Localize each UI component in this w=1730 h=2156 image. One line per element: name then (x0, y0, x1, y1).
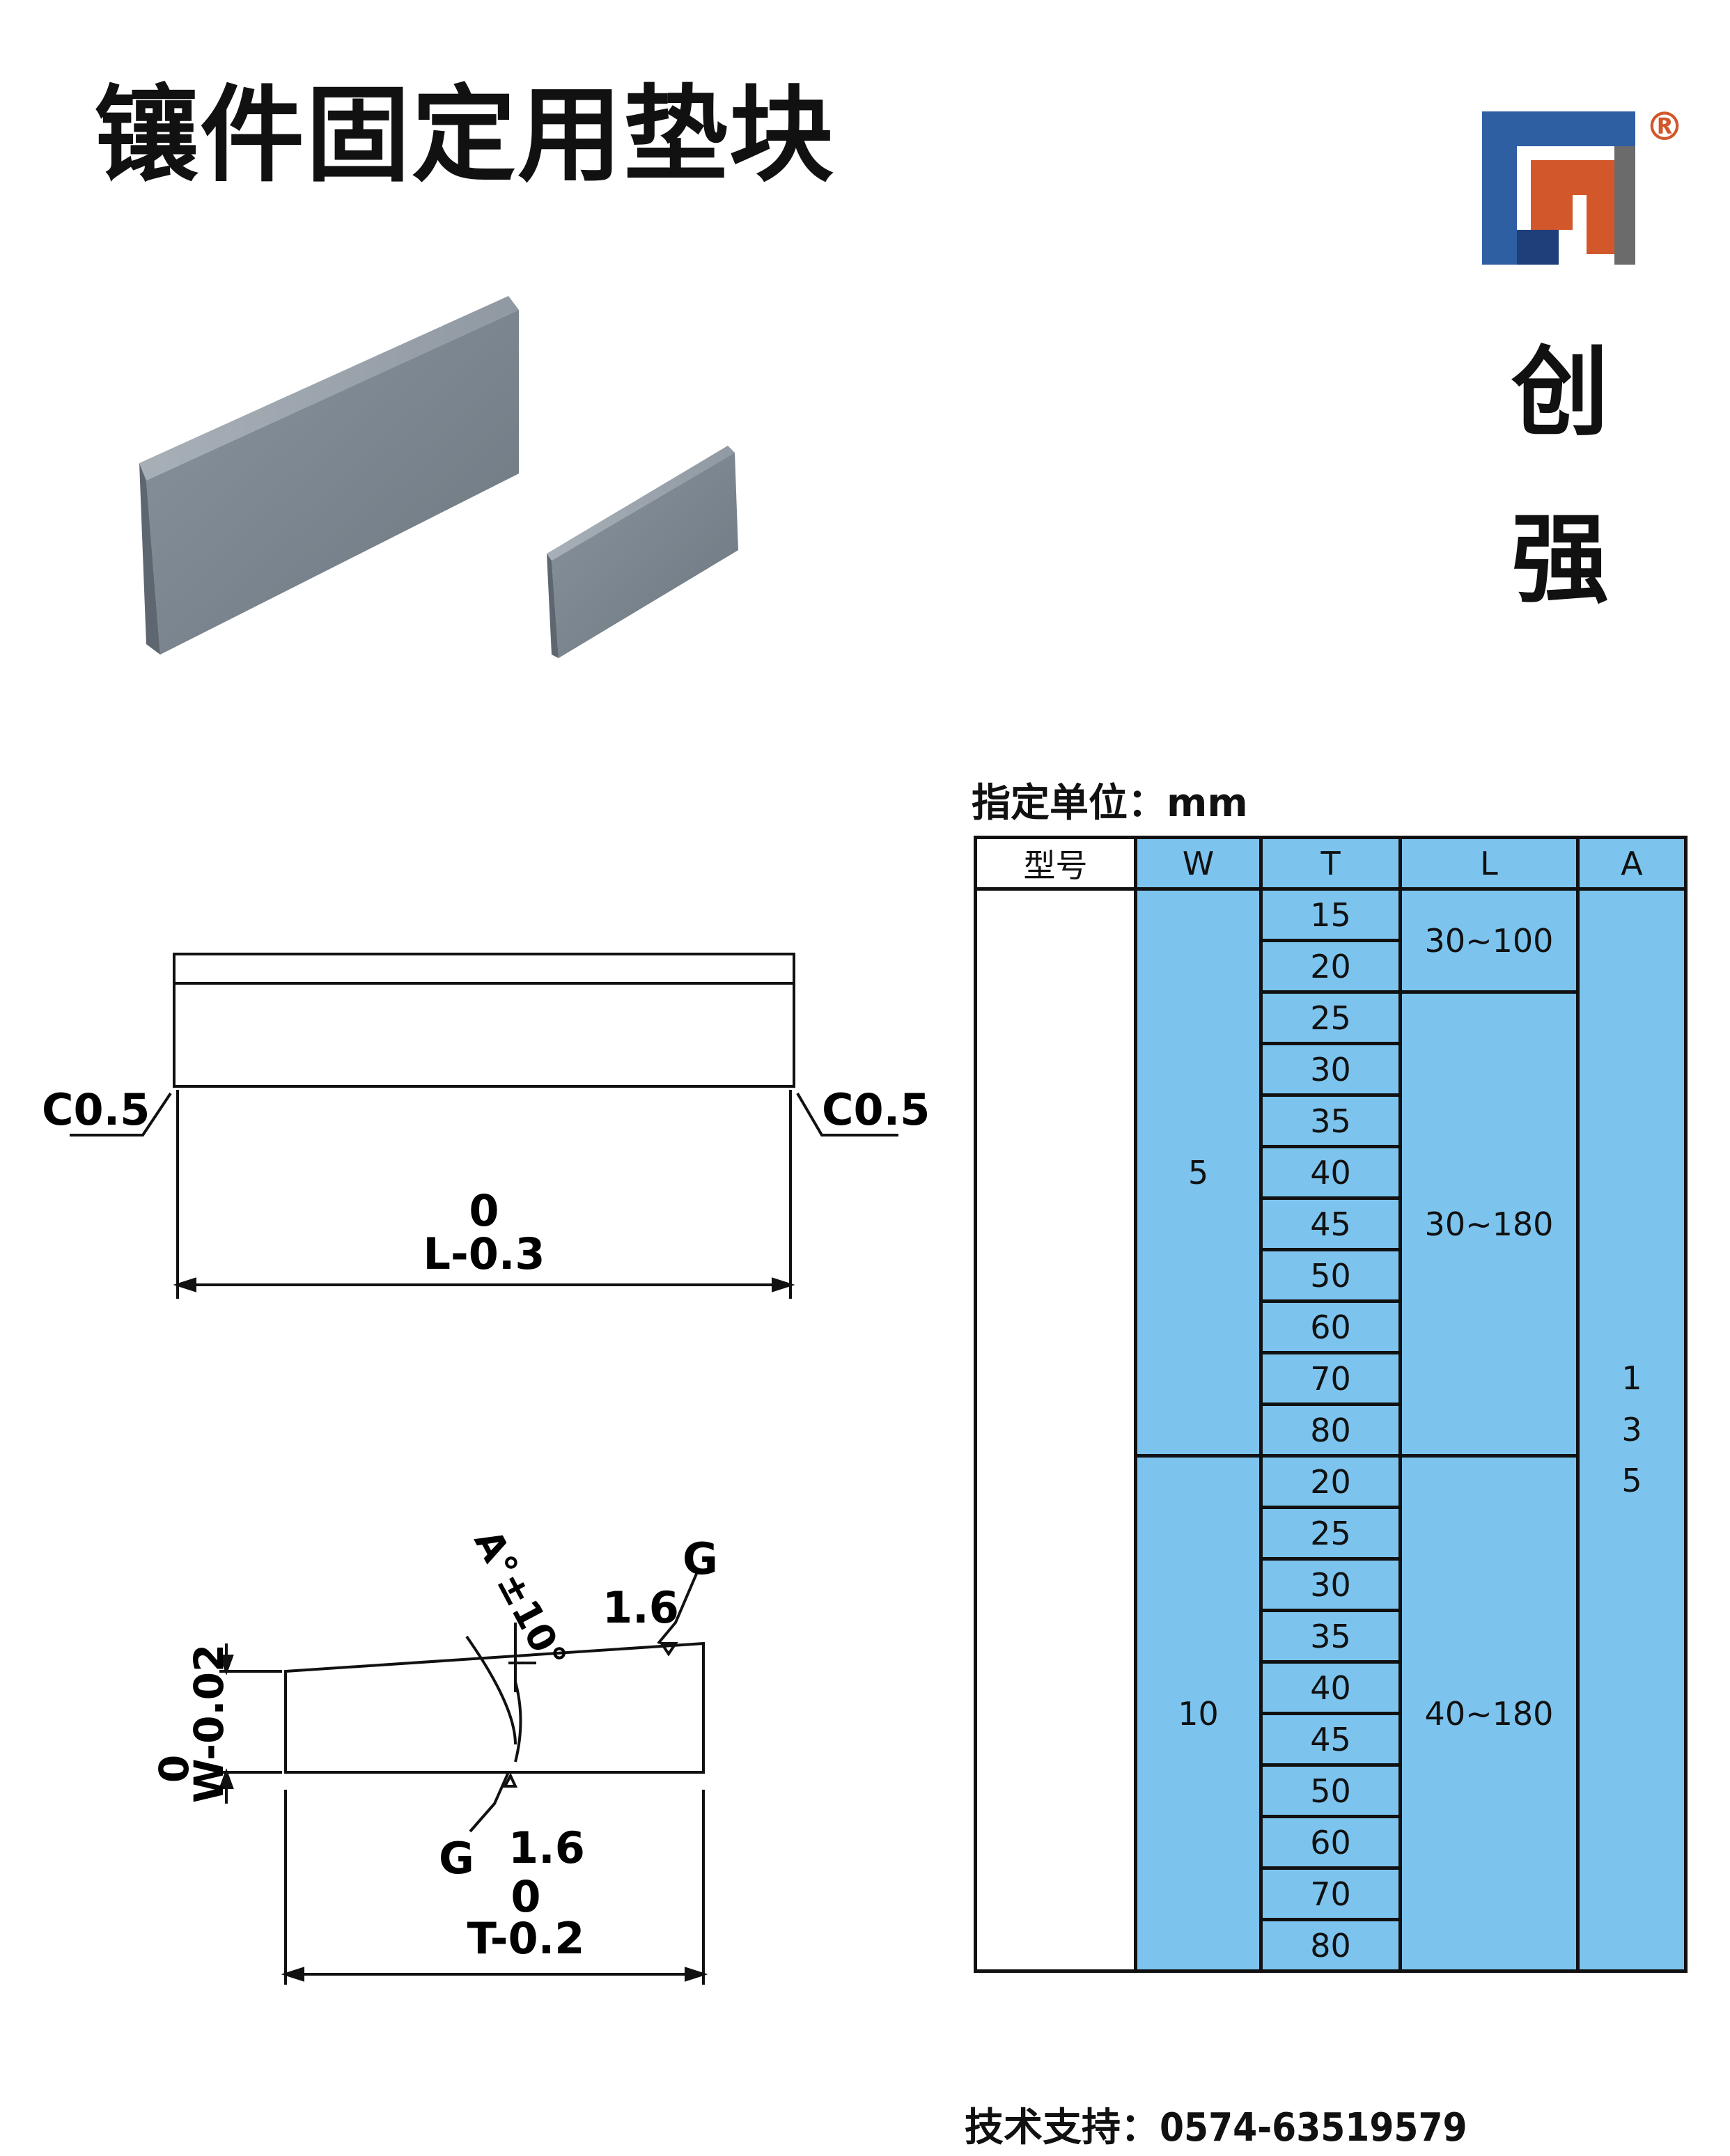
product-photo (139, 296, 738, 658)
t-cell: 45 (1259, 1712, 1402, 1767)
table-row: 80 (976, 1918, 1686, 1973)
brand-char-2: 强 (1511, 503, 1610, 617)
t-cell: 35 (1259, 1609, 1402, 1664)
t-cell: 35 (1259, 1093, 1402, 1148)
t-cell: 40 (1259, 1660, 1402, 1715)
thick-tol-top: 0 (511, 1871, 540, 1922)
table-row: 40 (976, 1660, 1686, 1715)
length-tol-label: L-0.3 (423, 1228, 545, 1279)
rough-top-label: 1.6 (602, 1582, 679, 1633)
a-value: 1 (1621, 1359, 1642, 1398)
table-row: 45 (976, 1712, 1686, 1767)
w-cell: 5 (1134, 887, 1263, 1458)
brand-logo (1482, 111, 1635, 265)
t-cell: 80 (1259, 1918, 1402, 1973)
table-row: 60 (976, 1815, 1686, 1870)
chamfer-right-label: C0.5 (822, 1084, 930, 1135)
length-tol-top: 0 (469, 1185, 499, 1236)
side-view (219, 1573, 708, 1985)
t-cell: 70 (1259, 1351, 1402, 1406)
width-tol-top: 0 (150, 1755, 198, 1783)
w-cell: 10 (1134, 1454, 1263, 1973)
t-cell: 60 (1259, 1815, 1402, 1870)
t-cell: 15 (1259, 887, 1402, 942)
model-cell (974, 887, 1137, 1973)
grind-bottom-label: G (439, 1833, 474, 1884)
t-cell: 60 (1259, 1299, 1402, 1354)
table-row: 40 (976, 1145, 1686, 1200)
a-value: 3 (1621, 1410, 1642, 1448)
t-cell: 30 (1259, 1557, 1402, 1612)
top-view (70, 953, 898, 1299)
t-cell: 70 (1259, 1866, 1402, 1921)
t-cell: 20 (1259, 1454, 1402, 1509)
table-row: 30 (976, 1042, 1686, 1097)
header-t: T (1259, 836, 1402, 891)
t-cell: 25 (1259, 1506, 1402, 1561)
table-row: 20 (976, 939, 1686, 994)
l-cell: 40~180 (1398, 1454, 1580, 1973)
l-cell: 30~100 (1398, 887, 1580, 994)
rough-bottom-label: 1.6 (508, 1822, 585, 1873)
t-cell: 40 (1259, 1145, 1402, 1200)
table-row: 70 (976, 1866, 1686, 1921)
table-row: 80 (976, 1403, 1686, 1458)
table-row: 60 (976, 1299, 1686, 1354)
table-row: 70 (976, 1351, 1686, 1406)
a-cell: 1 3 5 (1576, 887, 1688, 1973)
t-cell: 20 (1259, 939, 1402, 994)
grind-top-label: G (683, 1533, 718, 1584)
header-l: L (1398, 836, 1580, 891)
t-cell: 30 (1259, 1042, 1402, 1097)
table-row: 25 (976, 1506, 1686, 1561)
a-value: 5 (1621, 1462, 1642, 1500)
header-model: 型号 (974, 836, 1137, 891)
t-cell: 25 (1259, 990, 1402, 1045)
table-header-row: 型号 W T L A (974, 836, 1688, 891)
header-w: W (1134, 836, 1263, 891)
width-tol-label: W-0.02 (185, 1644, 233, 1804)
registered-mark: ® (1645, 104, 1684, 150)
tech-support: 技术支持：0574-63519579 (965, 2105, 1467, 2150)
chamfer-left-label: C0.5 (42, 1084, 150, 1135)
l-cell: 30~180 (1398, 990, 1580, 1458)
t-cell: 80 (1259, 1403, 1402, 1458)
page-title: 镶件固定用垫块 (94, 75, 836, 196)
angle-label: A°±10° (466, 1523, 575, 1676)
table-row: 50 (976, 1248, 1686, 1303)
table-row: 35 (976, 1093, 1686, 1148)
t-cell: 45 (1259, 1196, 1402, 1251)
thick-tol-label: T-0.2 (467, 1913, 585, 1964)
technical-drawing: C0.5 C0.5 0 L-0.3 1.6 G 1.6 G A°±10° 0 W… (42, 953, 930, 1985)
table-row: 35 (976, 1609, 1686, 1664)
table-row: 45 (976, 1196, 1686, 1251)
brand-char-1: 创 (1511, 336, 1610, 450)
header-a: A (1576, 836, 1688, 891)
unit-label: 指定单位：mm (972, 781, 1248, 826)
table-row: 30 (976, 1557, 1686, 1612)
t-cell: 50 (1259, 1763, 1402, 1818)
table-row: 50 (976, 1763, 1686, 1818)
t-cell: 50 (1259, 1248, 1402, 1303)
